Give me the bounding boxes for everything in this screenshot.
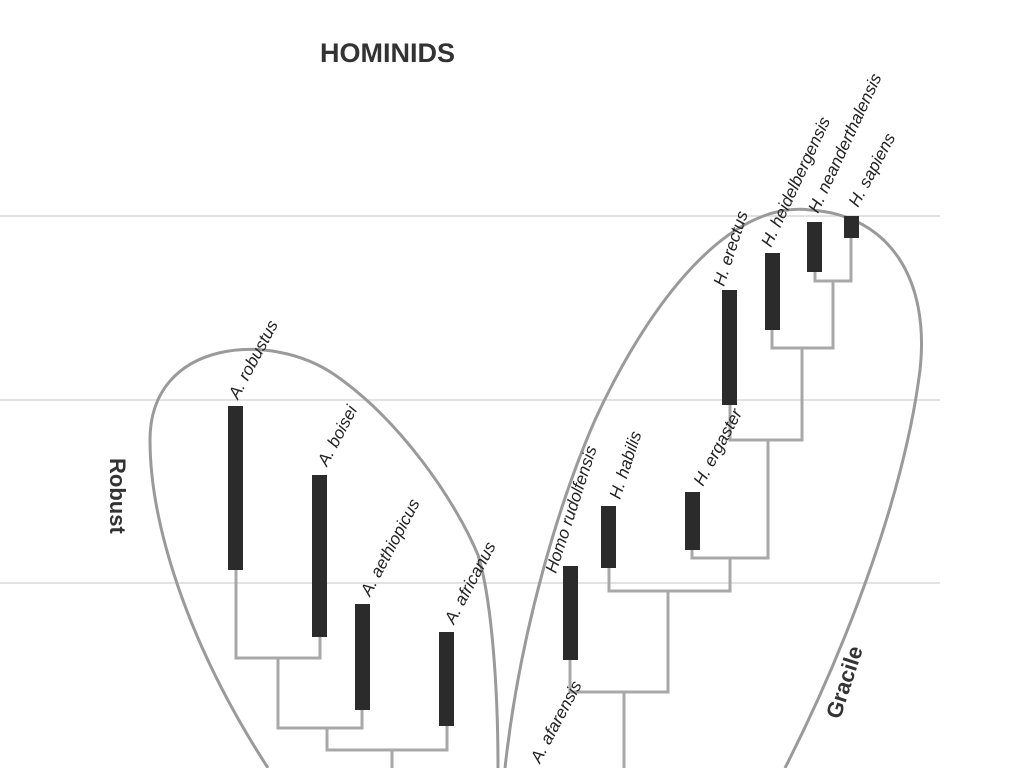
bar-h-erectus [722, 290, 737, 405]
branch-habilis [607, 558, 732, 593]
bar-h-ergaster [685, 492, 700, 550]
bar-a-boisei [312, 475, 327, 637]
label-a-boisei: A. boisei [313, 401, 361, 469]
label-a-robustus: A. robustus [224, 317, 282, 403]
label-homo-rudolfensis: Homo rudolfensis [542, 443, 601, 575]
branch-robust-africanus [325, 726, 449, 752]
robust-group-outline [148, 348, 500, 768]
branch-rudolfensis [568, 591, 670, 694]
gracile-group-label: Gracile [821, 643, 868, 722]
diagram-title: HOMINIDS [320, 38, 455, 68]
bar-h-sapiens [844, 216, 859, 238]
bar-homo-rudolfensis [563, 566, 578, 660]
species-bars [228, 216, 859, 726]
bar-a-africanus [439, 632, 454, 726]
label-a-aethiopicus: A. aethiopicus [356, 495, 424, 600]
bar-h-neanderthalensis [807, 222, 822, 272]
group-outlines [148, 207, 923, 768]
label-a-afarensis: A. afarensis [526, 677, 586, 767]
gracile-group-outline [503, 207, 923, 768]
bar-a-robustus [228, 406, 243, 570]
branch-robust-aethiopicus [276, 658, 364, 730]
bar-h-heidelbergensis [765, 253, 780, 330]
robust-group-label: Robust [105, 458, 130, 534]
species-labels: A. robustus A. boisei A. aethiopicus A. … [224, 70, 899, 767]
bar-h-habilis [601, 506, 616, 568]
gridlines [0, 215, 940, 584]
label-h-ergaster: H. ergaster [690, 405, 747, 489]
label-h-erectus: H. erectus [710, 208, 752, 288]
bar-a-aethiopicus [355, 604, 370, 710]
branch-heidelbergensis [770, 281, 835, 350]
tree-branches [234, 238, 853, 768]
branch-erectus-stem [728, 348, 804, 442]
label-h-habilis: H. habilis [606, 428, 646, 501]
